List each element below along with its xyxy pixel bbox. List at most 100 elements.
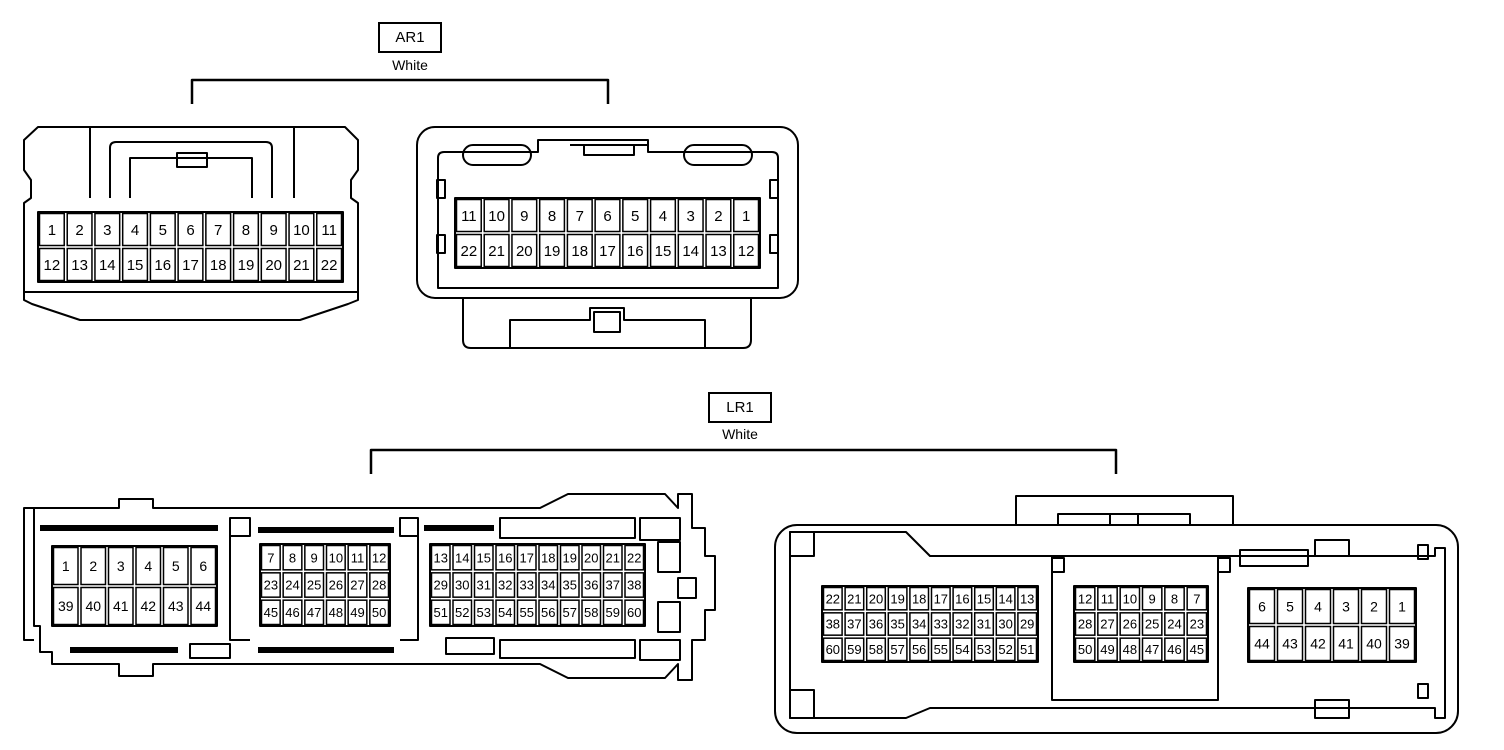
pin-cell <box>149 247 176 282</box>
pin-cell <box>316 247 343 282</box>
pin-cell <box>865 586 887 611</box>
pin-number: 5 <box>172 558 180 574</box>
pin-number: 15 <box>655 243 672 260</box>
pin-number: 43 <box>1282 636 1298 652</box>
pin-cell <box>66 212 93 247</box>
pin-number: 52 <box>998 642 1012 657</box>
pin-cell <box>822 612 843 636</box>
pin-number: 28 <box>1078 617 1092 632</box>
pin-number: 1 <box>48 222 56 239</box>
pin-cell <box>1017 586 1038 611</box>
pin-number: 8 <box>242 222 250 239</box>
pin-cell <box>107 546 134 586</box>
pin-number: 11 <box>1101 591 1115 606</box>
pin-cell <box>1360 625 1388 662</box>
pin-cell <box>1074 612 1096 636</box>
pin-number: 19 <box>890 591 904 606</box>
pin-cell <box>1119 637 1141 662</box>
pin-cell <box>325 572 346 598</box>
pin-cell <box>455 233 482 268</box>
pin-number: 21 <box>488 243 505 260</box>
pin-cell <box>973 637 995 662</box>
pin-number: 59 <box>847 642 861 657</box>
pin-cell <box>282 599 303 626</box>
pin-number: 57 <box>563 605 577 620</box>
pin-cell <box>581 599 602 626</box>
pin-number: 24 <box>285 578 299 593</box>
pin-number: 27 <box>1100 617 1114 632</box>
pin-cell <box>649 233 677 268</box>
pin-cell <box>1074 586 1096 611</box>
pin-number: 4 <box>1314 599 1322 615</box>
pin-number: 55 <box>520 605 534 620</box>
pin-cell <box>260 572 281 598</box>
pin-cell <box>887 612 908 636</box>
pin-number: 51 <box>1020 642 1034 657</box>
pin-cell <box>162 586 189 626</box>
pin-cell <box>538 544 559 571</box>
pin-cell <box>1141 637 1163 662</box>
pin-cell <box>38 247 65 282</box>
pin-number: 42 <box>140 598 156 614</box>
pin-number: 5 <box>159 222 167 239</box>
pin-number: 17 <box>599 243 616 260</box>
pin-cell <box>121 212 149 247</box>
pin-number: 3 <box>1342 599 1350 615</box>
pin-number: 20 <box>584 550 598 565</box>
pin-number: 35 <box>890 617 904 632</box>
pin-number: 13 <box>1020 591 1034 606</box>
pin-cell <box>1248 625 1276 662</box>
pin-number: 53 <box>477 605 491 620</box>
pin-cell <box>973 612 995 636</box>
pin-number: 6 <box>1258 599 1266 615</box>
pin-cell <box>473 572 494 598</box>
pin-cell <box>995 637 1016 662</box>
pin-number: 60 <box>826 642 840 657</box>
pin-number: 6 <box>186 222 194 239</box>
pin-cell <box>516 599 537 626</box>
pin-number: 24 <box>1167 617 1181 632</box>
pin-number: 22 <box>321 257 338 274</box>
pin-number: 32 <box>498 578 512 593</box>
pin-cell <box>594 233 621 268</box>
lr1-color-label: White <box>722 426 758 442</box>
pin-cell <box>705 233 732 268</box>
pin-number: 44 <box>195 598 211 614</box>
pin-number: 19 <box>563 550 577 565</box>
pin-number: 47 <box>1145 642 1159 657</box>
pin-cell <box>1164 637 1185 662</box>
pin-number: 2 <box>1370 599 1378 615</box>
pin-number: 12 <box>1078 591 1092 606</box>
pin-cell <box>135 586 162 626</box>
pin-cell <box>602 599 623 626</box>
pin-cell <box>995 586 1016 611</box>
pin-number: 20 <box>869 591 883 606</box>
pin-cell <box>865 612 887 636</box>
pin-cell <box>369 544 390 571</box>
pin-number: 56 <box>541 605 555 620</box>
pin-number: 10 <box>1123 591 1137 606</box>
pin-cell <box>94 212 121 247</box>
pin-cell <box>622 233 649 268</box>
pin-cell <box>483 233 510 268</box>
pin-number: 35 <box>563 578 577 593</box>
pin-number: 52 <box>455 605 469 620</box>
ar1-bracket <box>190 78 610 104</box>
pin-cell <box>80 546 107 586</box>
pin-cell <box>1304 588 1332 625</box>
ar1-housing-left <box>23 126 359 321</box>
pin-cell <box>1186 637 1208 662</box>
pin-cell <box>52 586 79 626</box>
pin-cell <box>1304 625 1332 662</box>
pin-number: 22 <box>627 550 641 565</box>
pin-cell <box>304 599 325 626</box>
pin-number: 34 <box>912 617 926 632</box>
pin-cell <box>162 546 189 586</box>
pin-number: 31 <box>477 578 491 593</box>
pin-number: 51 <box>434 605 448 620</box>
pin-number: 43 <box>168 598 184 614</box>
pin-number: 48 <box>329 605 343 620</box>
pin-cell <box>205 212 232 247</box>
pin-number: 13 <box>71 257 88 274</box>
